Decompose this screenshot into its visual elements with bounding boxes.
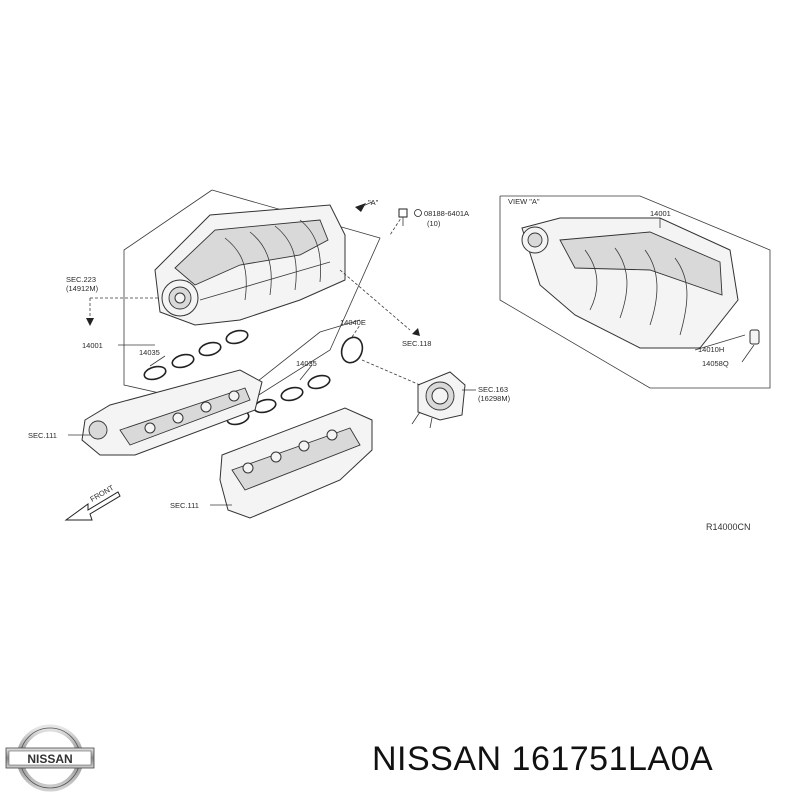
sec163-sub-label: (16298M) xyxy=(478,394,511,403)
intake-gaskets-upper xyxy=(143,329,249,381)
leader-seal xyxy=(351,324,361,338)
leader-sec118 xyxy=(339,269,411,331)
bolt-icon xyxy=(398,208,408,226)
sec118-label: SEC.118 xyxy=(402,339,431,348)
part-14058q-label: 14058Q xyxy=(702,359,729,368)
gasket-upper-label: 14035 xyxy=(139,348,160,357)
cylinder-head-lower xyxy=(219,407,373,519)
view-a-marker-label: "A" xyxy=(368,198,379,207)
leader-14010h xyxy=(694,334,746,351)
part-number-caption: NISSAN 161751LA0A xyxy=(372,740,714,778)
gasket-lower-label: 14035 xyxy=(296,359,317,368)
leader-14058q xyxy=(741,344,755,363)
bolt-qty-label: (10) xyxy=(427,219,441,228)
view-a-arrow xyxy=(355,203,366,212)
throttle-body xyxy=(411,371,466,429)
sec223-label: SEC.223 xyxy=(66,275,96,284)
front-direction-arrow xyxy=(64,491,121,521)
seal-ring-label: 14040E xyxy=(340,318,366,327)
throttle-seal-ring xyxy=(340,336,364,364)
part-14010h-label: 14010H xyxy=(698,345,724,354)
sec111-bottom-label: SEC.111 xyxy=(170,501,199,510)
manifold-right-label: 14001 xyxy=(650,209,671,218)
view-a-title-label: VIEW "A" xyxy=(508,197,540,206)
cylinder-head-left xyxy=(81,369,263,456)
sec118-arrow xyxy=(412,328,420,336)
nissan-logo: NISSAN xyxy=(5,724,95,792)
view-a-frame xyxy=(499,195,771,389)
intake-manifold-left xyxy=(154,204,346,326)
intake-manifold-view-a xyxy=(521,217,760,349)
sec223-sub-label: (14912M) xyxy=(66,284,99,293)
leader-14035-lower xyxy=(299,364,313,381)
leader-bolt xyxy=(389,214,404,236)
leader-throttle xyxy=(361,359,421,386)
sec223-arrow xyxy=(86,318,94,326)
leader-14035-upper xyxy=(149,355,166,367)
sec111-left-label: SEC.111 xyxy=(28,431,57,440)
bolt-circle-marker xyxy=(414,209,422,217)
diagram-ref-label: R14000CN xyxy=(706,522,751,532)
manifold-left-label: 14001 xyxy=(82,341,103,350)
bolt-part-label: 08188-6401A xyxy=(424,209,469,218)
sec163-label: SEC.163 xyxy=(478,385,508,394)
nissan-logo-text: NISSAN xyxy=(27,752,72,766)
